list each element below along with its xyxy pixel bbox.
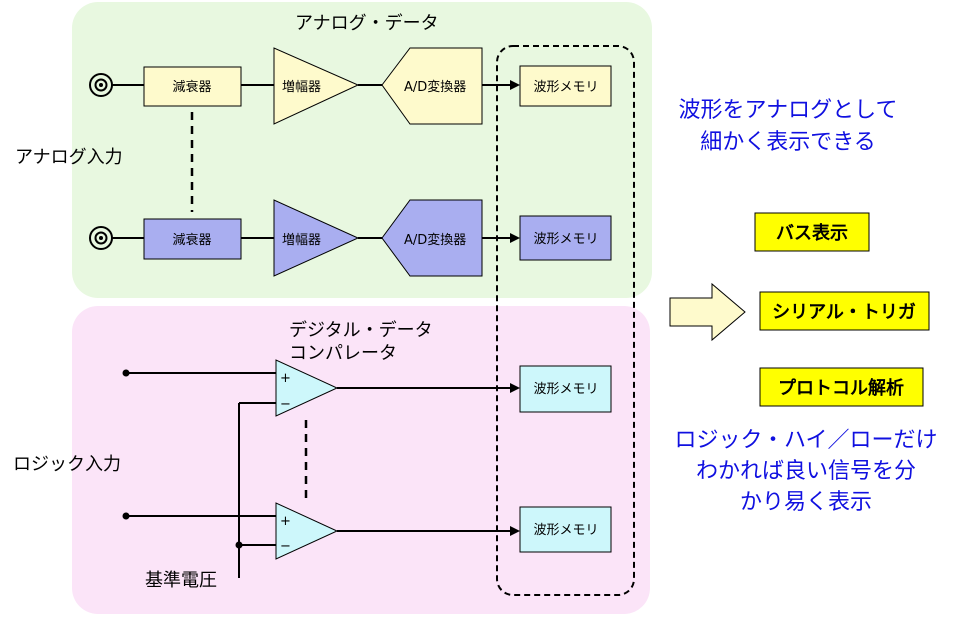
- attenuator-block: [143, 218, 242, 260]
- amplifier-label: 増幅器: [282, 80, 321, 95]
- attenuator-block: [143, 66, 242, 107]
- waveform-memory-block: [519, 215, 612, 261]
- feature-label-serial-trigger: シリアル・トリガ: [772, 302, 916, 323]
- waveform-memory-block: [519, 365, 612, 413]
- reference-voltage-label: 基準電圧: [145, 570, 217, 591]
- feature-box-serial-trigger: [759, 291, 930, 331]
- feature-label-bus: バス表示: [776, 222, 848, 244]
- comparator-triangle: [275, 359, 339, 417]
- adc-label: A/D変換器: [404, 232, 466, 248]
- waveform-memory-label: 波形メモリ: [533, 523, 598, 538]
- comparator-plus-sign: +: [280, 514, 291, 529]
- waveform-memory-block: [519, 506, 612, 553]
- feature-box-bus: [754, 212, 870, 252]
- analog-section-title: アナログ・データ: [295, 13, 439, 34]
- digital-section-bg: [72, 306, 650, 614]
- amplifier-label: 増幅器: [282, 233, 321, 248]
- attenuator-label: 減衰器: [172, 232, 211, 248]
- digital-section-title-line1: デジタル・データ: [289, 320, 433, 341]
- logic-benefit-line1: ロジック・ハイ／ローだけ: [674, 428, 937, 453]
- amplifier-triangle: [273, 199, 360, 277]
- analog-benefit-line1: 波形をアナログとして: [679, 98, 898, 123]
- logic-benefit-line3: かり易く表示: [740, 490, 872, 515]
- logic-input-label: ロジック入力: [13, 454, 121, 475]
- waveform-memory-label: 波形メモリ: [533, 382, 598, 397]
- comparator-minus-sign: −: [280, 539, 291, 554]
- waveform-memory-block: [519, 65, 612, 107]
- feature-label-protocol: プロトコル解析: [778, 377, 904, 399]
- adc-label: A/D変換器: [404, 79, 466, 95]
- logic-benefit-line2: わかれば良い信号を分: [696, 459, 916, 484]
- analog-benefit-line2: 細かく表示できる: [700, 130, 876, 155]
- comparator-minus-sign: −: [280, 397, 291, 412]
- amplifier-triangle: [273, 47, 360, 125]
- digital-section-title-line2: コンパレータ: [289, 343, 397, 364]
- memory-group-outline: [496, 45, 635, 596]
- comparator-triangle: [275, 502, 339, 560]
- waveform-memory-label: 波形メモリ: [533, 232, 598, 247]
- comparator-plus-sign: +: [280, 371, 291, 386]
- feature-box-protocol: [759, 367, 924, 407]
- right-arrow-icon: [669, 282, 746, 342]
- analog-input-label: アナログ入力: [15, 147, 123, 168]
- waveform-memory-label: 波形メモリ: [533, 80, 598, 95]
- attenuator-label: 減衰器: [172, 79, 211, 95]
